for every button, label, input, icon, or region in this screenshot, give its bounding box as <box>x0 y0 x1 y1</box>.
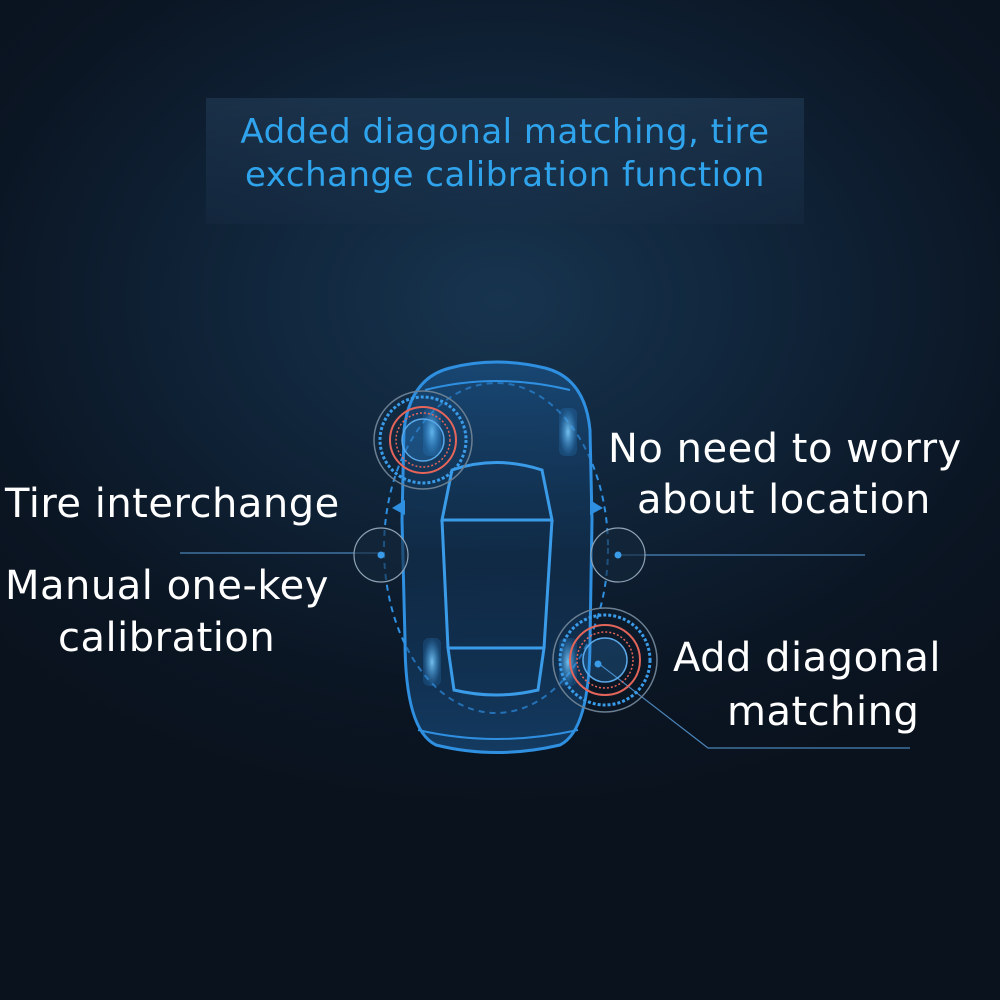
wheel-rear-left <box>423 638 441 686</box>
sensor-dot-icon <box>594 660 602 668</box>
label-diagonal-line-1: Add diagonal <box>673 635 942 681</box>
sensor-dot-icon <box>353 527 409 583</box>
sensor-dot-icon <box>590 527 646 583</box>
tire-sensor-icon <box>552 607 658 713</box>
label-manual-line-2: calibration <box>58 615 276 661</box>
headline-banner: Added diagonal matching, tire exchange c… <box>206 98 804 224</box>
tire-sensor-icon <box>373 390 473 490</box>
label-tire-interchange: Tire interchange <box>5 481 340 527</box>
headline-line-2: exchange calibration function <box>245 155 765 195</box>
label-no-worry-line-2: about location <box>637 477 931 523</box>
label-manual-line-1: Manual one-key <box>5 563 329 609</box>
label-no-worry-line-1: No need to worry <box>608 426 962 472</box>
headline-line-1: Added diagonal matching, tire <box>240 112 770 152</box>
wheel-front-right <box>559 408 577 456</box>
leader-line-diagonal <box>597 662 910 749</box>
label-diagonal-line-2: matching <box>727 689 920 735</box>
